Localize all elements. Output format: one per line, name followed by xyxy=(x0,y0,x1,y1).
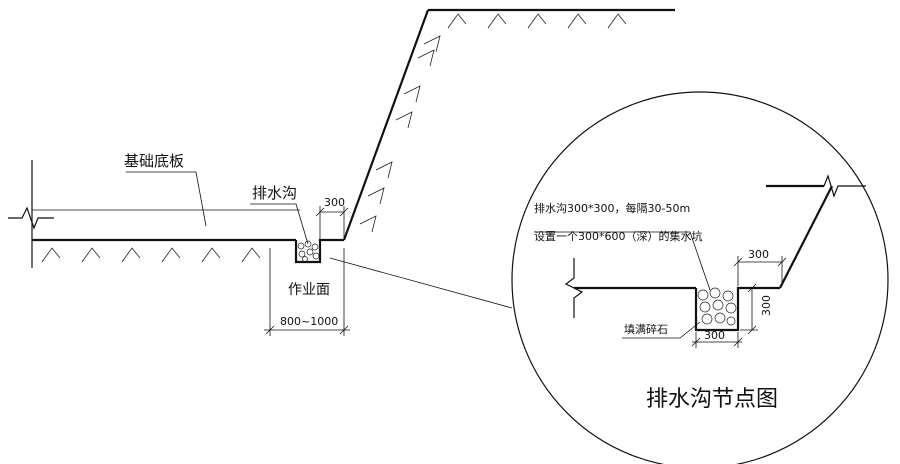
detail-dim-bottom xyxy=(691,332,743,348)
detail-circle xyxy=(511,91,889,464)
gravel-leader xyxy=(622,321,701,339)
top-hatching xyxy=(447,13,627,29)
dim-300-main xyxy=(315,206,349,240)
detail-view: 排水沟300*300，每隔30-50m 设置一个300*600（深）的集水坑 3… xyxy=(511,91,889,464)
slope-line xyxy=(342,9,430,241)
detail-note-line2: 设置一个300*600（深）的集水坑 xyxy=(534,229,703,243)
detail-connector xyxy=(329,257,513,309)
detail-dim-top-label: 300 xyxy=(748,248,769,261)
detail-title: 排水沟节点图 xyxy=(646,387,778,412)
slab-leader xyxy=(126,171,207,227)
detail-dim-bottom-label: 300 xyxy=(704,329,725,342)
slope-hatching xyxy=(359,35,441,233)
drain-ditch-label: 排水沟 xyxy=(252,184,297,202)
detail-dim-side xyxy=(740,283,758,335)
ditch-gravel xyxy=(297,240,320,262)
dim-work-width xyxy=(264,248,350,336)
ditch-leader xyxy=(250,203,309,245)
detail-slope-line xyxy=(779,185,833,289)
detail-break-right xyxy=(823,174,866,198)
detail-gravel xyxy=(697,287,737,326)
main-section: 基础底板 排水沟 300 作业面 800~1000 xyxy=(8,8,675,336)
gravel-fill-label: 填满碎石 xyxy=(624,322,668,336)
ditch-outline xyxy=(294,238,344,264)
break-symbol xyxy=(8,206,54,230)
work-width-label: 800~1000 xyxy=(280,315,338,328)
foundation-slab-label: 基础底板 xyxy=(124,152,184,170)
work-face-label: 作业面 xyxy=(288,282,330,298)
detail-dim-top xyxy=(733,256,787,286)
dim-300-label: 300 xyxy=(324,196,345,209)
detail-note-leader xyxy=(534,231,711,291)
detail-dim-side-label: 300 xyxy=(760,295,773,316)
detail-note-line1: 排水沟300*300，每隔30-50m xyxy=(534,201,690,215)
ground-hatching xyxy=(41,247,261,263)
